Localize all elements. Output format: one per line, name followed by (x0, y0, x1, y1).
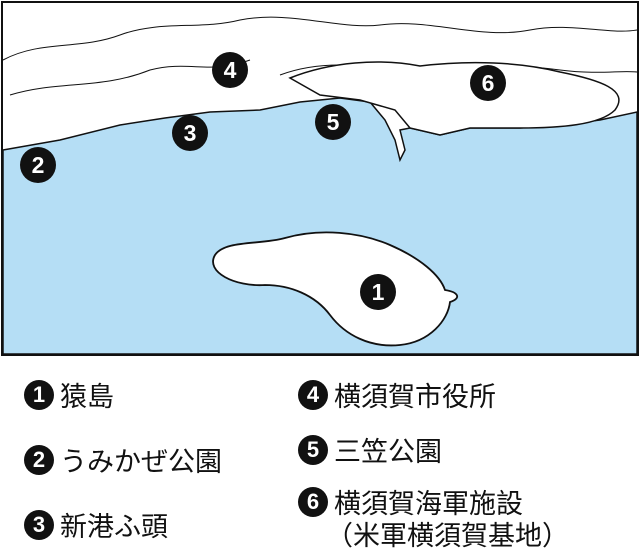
svg-text:6: 6 (482, 70, 495, 96)
base-peninsula (288, 61, 620, 136)
marker-5: 5 (315, 104, 351, 140)
illustrated-map: 1 2 3 4 5 6 (1, 1, 639, 356)
number-badge: 2 (24, 444, 54, 475)
legend-label: 新港ふ頭 (60, 512, 168, 543)
svg-text:1: 1 (372, 279, 385, 305)
svg-text:2: 2 (32, 152, 45, 178)
svg-text:3: 3 (184, 120, 197, 146)
legend-label: 猿島 (60, 382, 114, 413)
number-badge: 4 (298, 379, 328, 410)
marker-6: 6 (470, 65, 506, 101)
sea (2, 97, 638, 355)
legend-label: 三笠公園 (334, 437, 442, 468)
number-badge: 1 (24, 379, 54, 410)
island-sarushima (212, 231, 459, 347)
legend-label: うみかぜ公園 (60, 447, 222, 478)
marker-2: 2 (20, 147, 56, 183)
number-badge: 6 (298, 486, 328, 517)
legend-label: 横須賀市役所 (334, 382, 496, 413)
number-badge: 3 (24, 509, 54, 540)
legend-sublabel-6: （米軍横須賀基地） (326, 521, 569, 552)
marker-1: 1 (360, 274, 396, 310)
number-badge: 5 (298, 434, 328, 465)
svg-text:4: 4 (224, 57, 237, 83)
marker-3: 3 (172, 115, 208, 151)
legend-label: 横須賀海軍施設 (334, 489, 523, 520)
marker-4: 4 (212, 52, 248, 88)
svg-text:5: 5 (327, 109, 340, 135)
